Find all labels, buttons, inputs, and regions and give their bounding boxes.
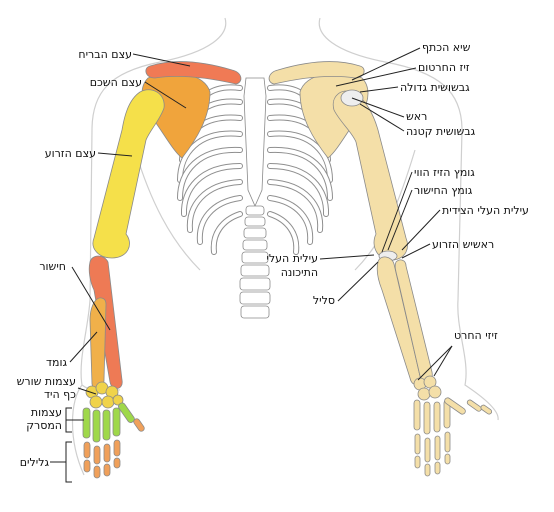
label-lesser-tubercle: גבשושית קטנה [406, 125, 476, 138]
phalanx-bones [83, 418, 145, 479]
radius-bone [89, 297, 107, 391]
spine [239, 205, 271, 319]
right-humerus [332, 90, 408, 261]
right-clavicle [268, 61, 365, 85]
right-hand-bones [413, 375, 493, 477]
label-trochlea: סליל [313, 294, 335, 307]
label-radial-fossa: גומץ החישור [414, 184, 473, 197]
label-ulna: חישור [39, 260, 66, 273]
label-radial-head: ראשיש הזרוע [432, 238, 494, 251]
label-metacarpals-line1: עצמות [31, 406, 62, 419]
sternum [243, 77, 267, 207]
carpal-bones [85, 381, 124, 409]
label-medial-epicondyle-line1: עילית העלי [266, 252, 318, 265]
label-carpals-line1: עצמות שורש [17, 375, 76, 388]
label-scapula: עצם השכם [90, 76, 142, 89]
label-radius: גומד [46, 356, 67, 369]
label-styloid: זיזי החרט [454, 329, 498, 342]
leader-lines-right [319, 47, 453, 381]
label-humerus: עצם הזרוע [45, 147, 96, 160]
label-lateral-epicondyle: עילית העלי הצידית [442, 204, 529, 217]
label-carpals-line2: כף היד [44, 388, 76, 401]
label-metacarpals-line2: המסרק [26, 419, 62, 432]
label-phalanges: גלילים [20, 456, 50, 469]
label-greater-tubercle: גבשושית גדולה [400, 81, 470, 94]
clavicle-bone [145, 61, 242, 85]
label-coracoid: זיז החרטום [418, 61, 470, 74]
label-acromion: שיא הכתף [422, 41, 471, 54]
ribcage [177, 77, 333, 319]
label-coronoid-fossa: גומץ הזיז הווי [414, 166, 475, 179]
humerus-bone [92, 89, 165, 259]
label-medial-epicondyle-line2: התיכונה [281, 266, 318, 279]
labels-left: עצם הבריח עצם השכם עצם הזרוע חישור גומד … [17, 48, 142, 469]
label-head: ראש [406, 110, 427, 123]
ribs-left [177, 84, 243, 255]
leader-lines-left [50, 53, 191, 483]
label-clavicle: עצם הבריח [78, 48, 132, 61]
metacarpal-bones [82, 402, 135, 443]
labels-right: שיא הכתף זיז החרטום גבשושית גדולה ראש גב… [266, 41, 529, 342]
left-arm-colored [82, 61, 242, 479]
right-arm-plain [268, 61, 493, 477]
